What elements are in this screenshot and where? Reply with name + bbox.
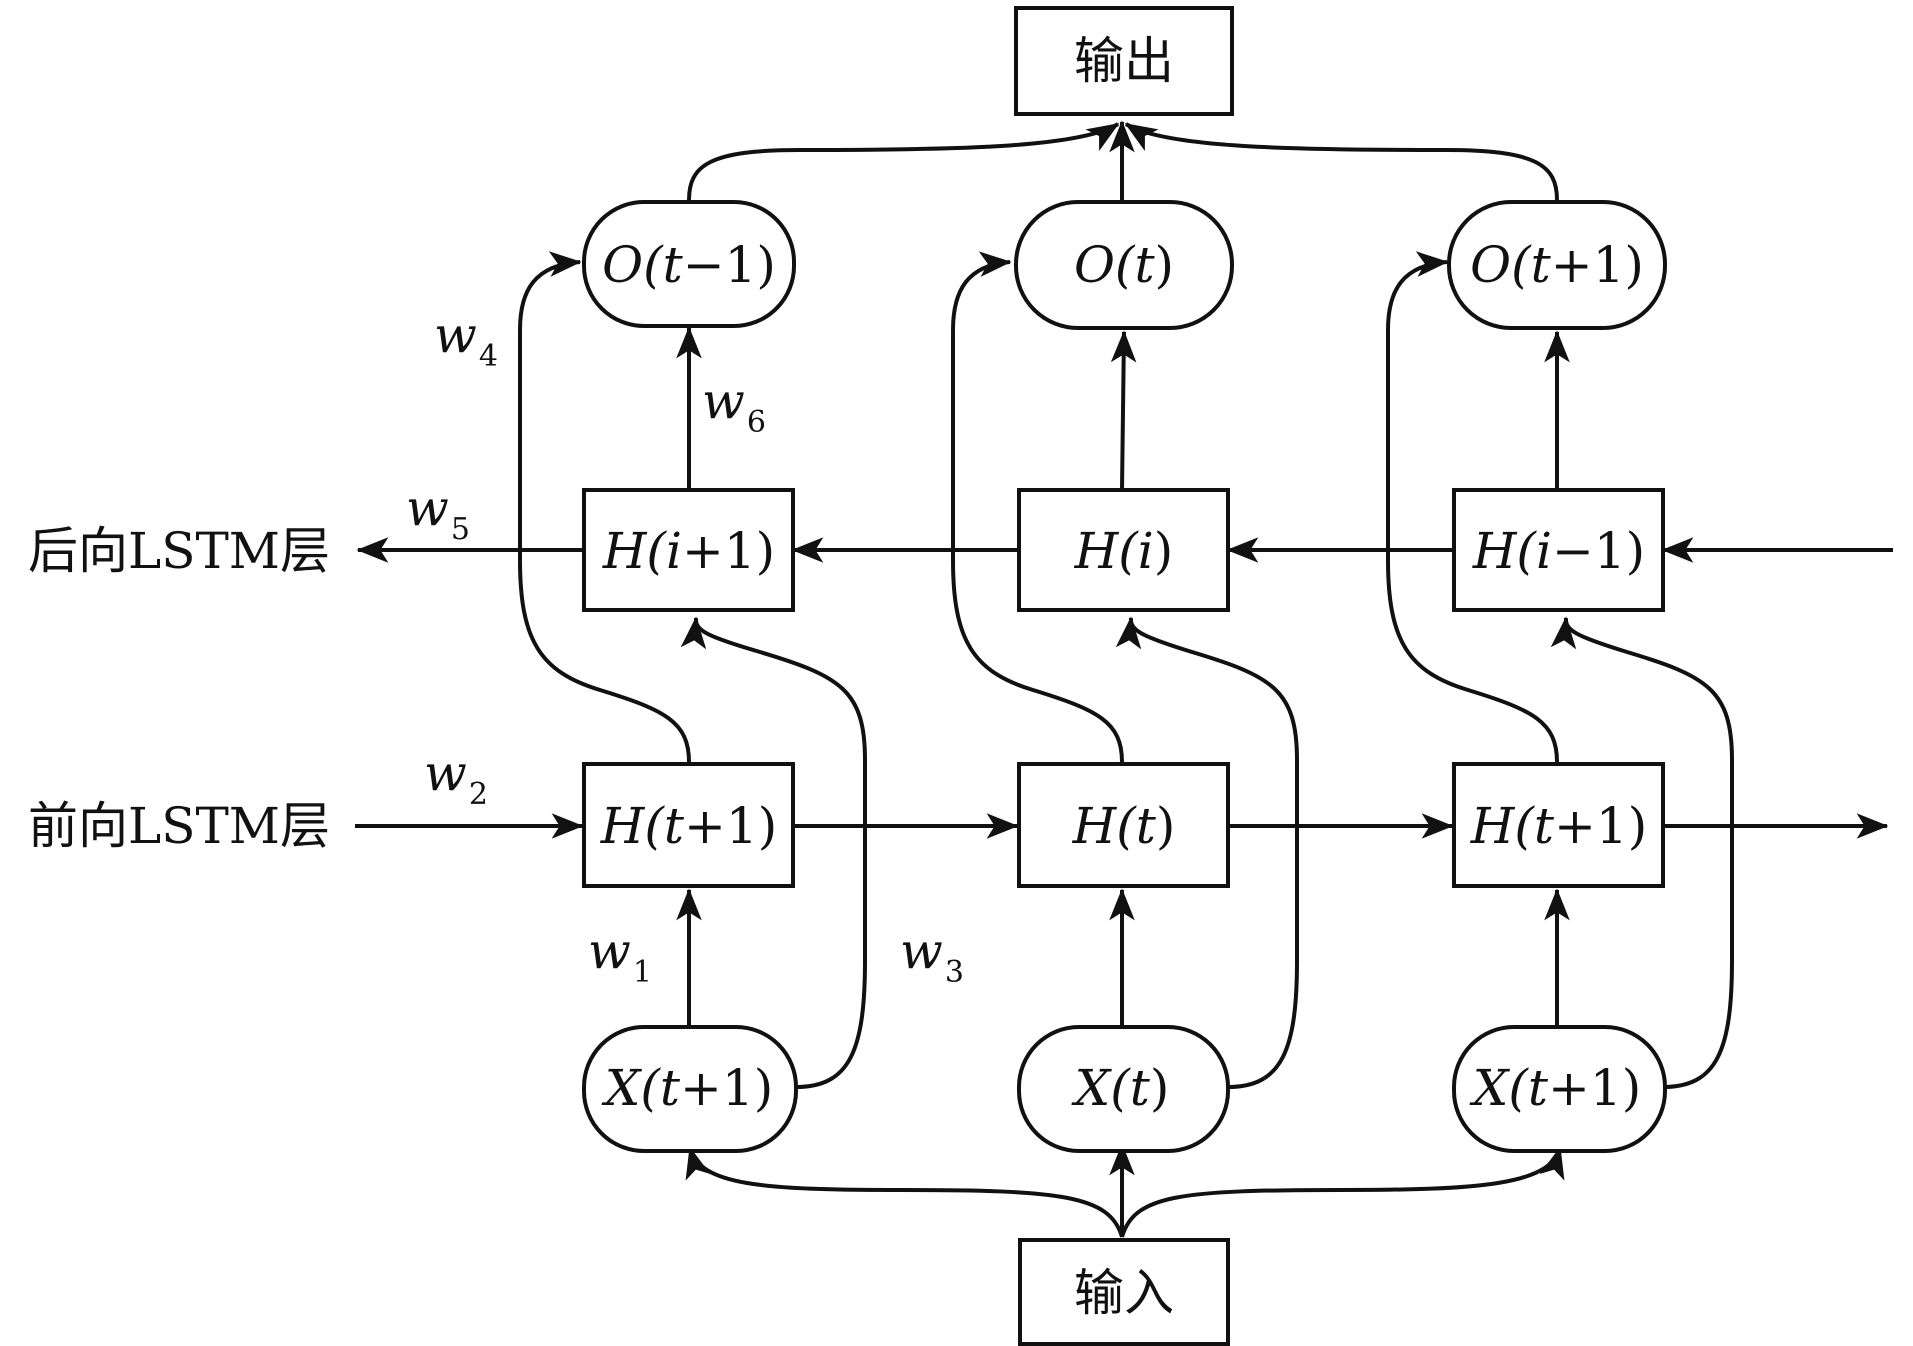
forward-state-label: H(t) xyxy=(1072,797,1176,855)
weight-label-w2: w2 xyxy=(424,744,488,812)
forward-state-label: H(t+1) xyxy=(600,797,777,855)
input-state-label: X(t+1) xyxy=(601,1059,773,1117)
output-state-node: O(t+1) xyxy=(1447,200,1667,330)
output-state-label: O(t) xyxy=(1074,236,1174,294)
input-state-node: X(t+1) xyxy=(582,1025,798,1153)
weight-label-w1: w1 xyxy=(588,922,652,990)
output-state-node: O(t−1) xyxy=(582,200,796,328)
input-state-label: X(t) xyxy=(1071,1059,1170,1117)
input-state-node: X(t) xyxy=(1017,1025,1230,1153)
backward-state-label: H(i−1) xyxy=(1472,522,1645,580)
forward-state-node: H(t+1) xyxy=(1452,762,1665,888)
weight-label-w6: w6 xyxy=(702,372,766,440)
forward-state-node: H(t) xyxy=(1017,762,1230,888)
backward-state-node: H(i+1) xyxy=(582,488,795,612)
forward-state-label: H(t+1) xyxy=(1470,797,1647,855)
forward-layer-label: 前向LSTM层 xyxy=(28,797,330,855)
edge-hf-left-to-o-left xyxy=(518,251,691,763)
weight-label-w4: w4 xyxy=(434,306,498,374)
edge-hf-right-to-o-right xyxy=(1386,251,1559,763)
backward-state-label: H(i+1) xyxy=(602,522,775,580)
input-node: 输入 xyxy=(1018,1238,1230,1346)
edge-o-right-to-output xyxy=(1124,122,1559,201)
output-state-label: O(t−1) xyxy=(602,236,776,294)
backward-state-label: H(i) xyxy=(1074,522,1174,580)
edge-x-center-to-hb-center xyxy=(1115,616,1299,1089)
edge-hb-center-to-o-center xyxy=(1110,330,1137,491)
forward-state-node: H(t+1) xyxy=(582,762,795,888)
weight-label-w5: w5 xyxy=(406,479,470,547)
output-label: 输出 xyxy=(1074,32,1174,90)
input-state-node: X(t+1) xyxy=(1452,1025,1667,1153)
backward-layer-label: 后向LSTM层 xyxy=(28,522,330,580)
output-state-label: O(t+1) xyxy=(1470,236,1644,294)
edge-x-right-to-hb-right xyxy=(1550,616,1734,1089)
output-node: 输出 xyxy=(1014,6,1234,116)
edge-x-left-to-hb-left xyxy=(680,616,867,1089)
weight-label-w3: w3 xyxy=(900,922,964,990)
input-state-label: X(t+1) xyxy=(1469,1059,1641,1117)
backward-state-node: H(i) xyxy=(1017,488,1230,612)
edges xyxy=(355,120,1893,1238)
output-state-node: O(t) xyxy=(1014,200,1234,330)
edge-o-left-to-output xyxy=(687,122,1120,201)
edge-input-to-x-left xyxy=(685,1146,1124,1238)
edge-input-to-x-right xyxy=(1120,1146,1565,1238)
backward-state-node: H(i−1) xyxy=(1452,488,1665,612)
input-label: 输入 xyxy=(1074,1264,1174,1322)
edge-hf-center-to-o-center xyxy=(951,251,1124,763)
